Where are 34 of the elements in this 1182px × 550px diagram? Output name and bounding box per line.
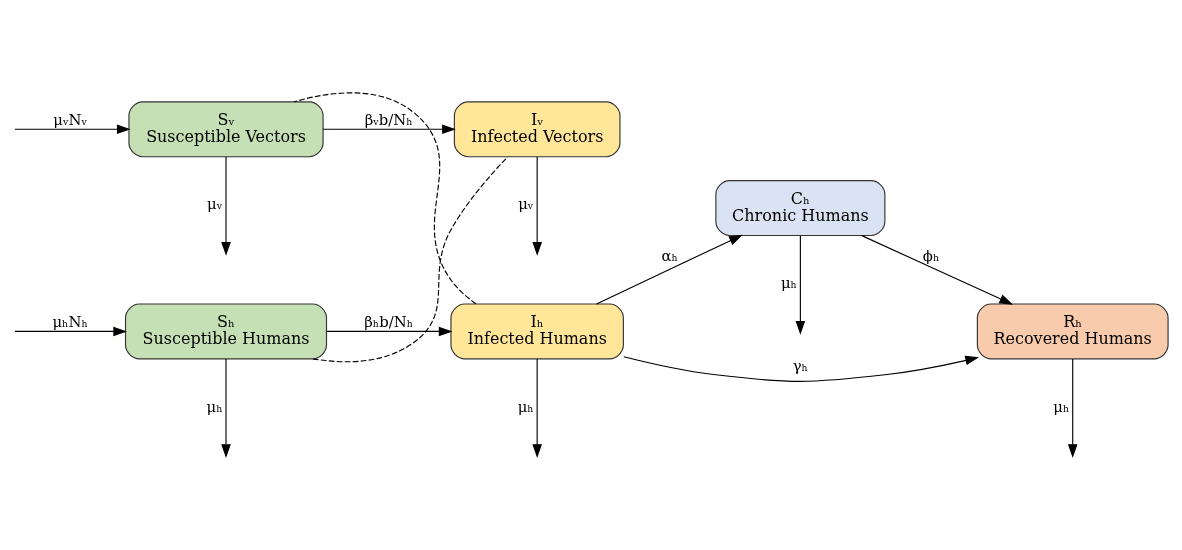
- connector: [293, 92, 477, 305]
- arrow: [14, 124, 131, 135]
- arrow: [623, 355, 979, 382]
- edge-label: μᵥ: [207, 195, 223, 213]
- node-box: Iᵥ Infected Vectors: [453, 101, 621, 158]
- edge-label: μₕ: [780, 274, 797, 292]
- arrow: [861, 235, 1014, 305]
- arrow: [221, 156, 231, 256]
- node-box: Iₕ Infected Humans: [450, 303, 624, 360]
- node-box: Sₕ Susceptible Humans: [124, 303, 328, 360]
- node-box: Sᵥ Susceptible Vectors: [128, 101, 324, 158]
- edge-label: αₕ: [661, 247, 678, 265]
- arrow: [532, 358, 542, 458]
- edge-label: μₕNₕ: [52, 313, 88, 331]
- arrow: [221, 358, 231, 458]
- arrow: [322, 124, 456, 135]
- arrow: [595, 234, 743, 305]
- edge-label: μₕ: [206, 397, 223, 415]
- arrow: [795, 235, 806, 335]
- edge-label: μᵥNᵥ: [53, 111, 87, 129]
- arrow: [532, 156, 542, 256]
- connector: [312, 156, 509, 363]
- edge-label: ϕₕ: [922, 247, 940, 265]
- edge-label: μᵥ: [518, 195, 534, 213]
- arrow: [326, 326, 453, 337]
- edge-label: γₕ: [792, 356, 809, 374]
- node-box: Cₕ Chronic Humans: [715, 180, 886, 237]
- arrow: [1067, 358, 1078, 458]
- node-box: Rₕ Recovered Humans: [976, 303, 1169, 360]
- edge-label: βₕb/Nₕ: [364, 313, 414, 331]
- edge-label: μₕ: [517, 397, 534, 415]
- arrow: [14, 326, 128, 337]
- edge-label: μₕ: [1053, 397, 1070, 415]
- edge-label: βᵥb/Nₕ: [364, 111, 413, 129]
